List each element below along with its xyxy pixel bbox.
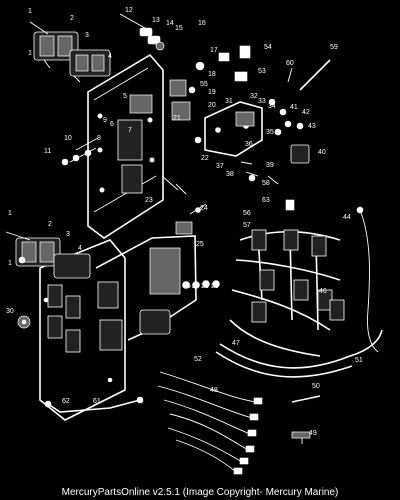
callout: 2 [70, 15, 74, 22]
callout: 6 [110, 121, 114, 128]
callout: 43 [308, 123, 316, 130]
callout: 33 [258, 98, 266, 105]
callout: 47 [232, 340, 240, 347]
callout: 59 [330, 44, 338, 51]
callout: 21 [173, 115, 181, 122]
callout: 52 [194, 356, 202, 363]
lower-small-hardware [17, 203, 220, 329]
callout: 63 [262, 197, 270, 204]
lower-ignition-coil-assembly [5, 231, 91, 279]
callout: 17 [210, 47, 218, 54]
callout: 30 [6, 308, 14, 315]
image-caption: MercuryPartsOnline v2.5.1 (Image Copyrig… [61, 487, 339, 498]
callout: 9 [103, 117, 107, 124]
callout: 31 [225, 98, 233, 105]
lower-left-cable [44, 396, 144, 413]
callout: 5 [123, 93, 127, 100]
callout: 41 [290, 104, 298, 111]
callout: 13 [152, 17, 160, 24]
callout: 46 [319, 288, 327, 295]
callout-labels: 1 1 1 1 2 2 3 3 4 4 5 6 7 8 9 10 11 12 1… [6, 7, 363, 437]
callout: 54 [264, 44, 272, 51]
callout: 36 [245, 141, 253, 148]
callout: 1 [8, 260, 12, 267]
callout: 10 [64, 135, 72, 142]
callout: 20 [208, 102, 216, 109]
callout: 24 [200, 205, 208, 212]
callout: 56 [243, 210, 251, 217]
callout: 38 [226, 171, 234, 178]
callout: 14 [166, 20, 174, 27]
upper-right-rod [287, 59, 331, 91]
callout: 12 [125, 7, 133, 14]
callout: 15 [175, 25, 183, 32]
callout: 37 [216, 163, 224, 170]
callout: 55 [200, 81, 208, 88]
callout: 50 [312, 383, 320, 390]
upper-ignition-coil-assembly [29, 21, 111, 83]
callout: 23 [145, 197, 153, 204]
callout: 34 [268, 103, 276, 110]
callout: 16 [198, 20, 206, 27]
upper-small-hardware [61, 13, 251, 195]
callout: 62 [62, 398, 70, 405]
callout: 48 [210, 387, 218, 394]
callout: 42 [302, 109, 310, 116]
callout: 51 [355, 357, 363, 364]
callout: 53 [258, 68, 266, 75]
callout: 28 [201, 283, 209, 290]
callout: 35 [266, 129, 274, 136]
callout: 26 [183, 283, 191, 290]
lower-mounting-plate [39, 235, 197, 421]
callout: 4 [78, 245, 82, 252]
callout: 8 [97, 135, 101, 142]
callout: 61 [93, 398, 101, 405]
callout: 57 [243, 222, 251, 229]
lower-right-small-parts [291, 395, 321, 444]
callout: 1 [28, 8, 32, 15]
callout: 25 [196, 241, 204, 248]
callout: 7 [128, 127, 132, 134]
wiring-harness [215, 199, 383, 378]
callout: 11 [44, 148, 51, 155]
callout: 4 [108, 53, 112, 60]
callout: 58 [262, 180, 270, 187]
callout: 2 [48, 221, 52, 228]
callout: 22 [201, 155, 209, 162]
callout: 1 [28, 50, 32, 57]
callout: 44 [343, 214, 351, 221]
callout: 40 [318, 149, 326, 156]
callout: 32 [250, 93, 258, 100]
callout: 49 [309, 430, 317, 437]
callout: 3 [66, 231, 70, 238]
upper-mounting-plate [87, 53, 164, 239]
callout: 1 [8, 210, 12, 217]
callout: 60 [286, 60, 294, 67]
upper-right-bracket [204, 98, 310, 185]
callout: 39 [266, 162, 274, 169]
callout: 3 [85, 32, 89, 39]
exploded-parts-diagram: 1 1 1 1 2 2 3 3 4 4 5 6 7 8 9 10 11 12 1… [5, 7, 383, 475]
callout: 19 [208, 89, 216, 96]
spark-plug-leads [157, 371, 263, 475]
callout: 27 [192, 283, 200, 290]
callout: 29 [211, 283, 219, 290]
callout: 18 [208, 71, 216, 78]
